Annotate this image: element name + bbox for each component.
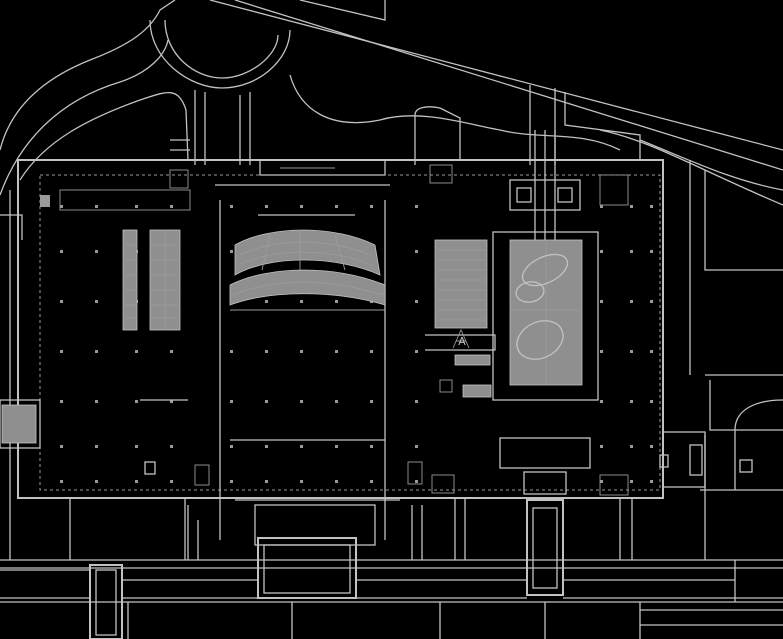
column-marker	[630, 350, 633, 353]
column-marker	[415, 250, 418, 253]
column-marker	[265, 480, 268, 483]
column-marker	[95, 480, 98, 483]
column-marker	[95, 300, 98, 303]
column-marker	[300, 205, 303, 208]
column-marker	[265, 445, 268, 448]
south-podium	[0, 498, 783, 639]
column-marker	[135, 205, 138, 208]
site-roads	[0, 0, 783, 560]
column-marker	[630, 300, 633, 303]
column-marker	[650, 300, 653, 303]
column-marker	[650, 480, 653, 483]
column-marker	[300, 300, 303, 303]
column-marker	[170, 400, 173, 403]
column-marker	[60, 300, 63, 303]
column-marker	[335, 350, 338, 353]
column-marker	[600, 480, 603, 483]
column-marker	[415, 350, 418, 353]
column-marker	[230, 400, 233, 403]
main-building	[0, 159, 706, 499]
column-marker	[650, 350, 653, 353]
column-marker	[415, 300, 418, 303]
column-marker	[60, 250, 63, 253]
column-marker	[170, 205, 173, 208]
column-marker	[60, 350, 63, 353]
column-marker	[170, 350, 173, 353]
column-marker	[170, 445, 173, 448]
column-marker	[230, 205, 233, 208]
column-marker	[630, 400, 633, 403]
column-marker	[95, 205, 98, 208]
oval-feature-2	[516, 320, 564, 360]
column-marker	[650, 445, 653, 448]
auditorium	[215, 160, 400, 546]
column-marker	[335, 205, 338, 208]
column-marker	[170, 480, 173, 483]
column-marker	[415, 205, 418, 208]
column-marker	[335, 445, 338, 448]
stair-label: A	[458, 335, 466, 348]
column-marker	[230, 350, 233, 353]
column-marker	[230, 445, 233, 448]
column-marker	[370, 480, 373, 483]
column-marker	[300, 445, 303, 448]
column-marker	[370, 445, 373, 448]
column-marker	[630, 250, 633, 253]
column-marker	[60, 480, 63, 483]
atrium	[492, 130, 599, 469]
west-hall	[59, 189, 191, 475]
column-marker	[650, 205, 653, 208]
column-marker	[370, 350, 373, 353]
column-marker	[95, 250, 98, 253]
column-marker	[335, 480, 338, 483]
column-marker	[335, 300, 338, 303]
column-marker	[300, 480, 303, 483]
column-marker	[230, 480, 233, 483]
column-marker	[630, 480, 633, 483]
column-marker	[95, 400, 98, 403]
column-marker	[60, 400, 63, 403]
column-marker	[265, 300, 268, 303]
column-marker	[370, 400, 373, 403]
column-marker	[600, 400, 603, 403]
column-marker	[415, 480, 418, 483]
column-marker	[135, 480, 138, 483]
column-marker	[265, 400, 268, 403]
east-hall: A	[425, 239, 496, 398]
column-marker	[265, 350, 268, 353]
column-marker	[600, 250, 603, 253]
column-marker	[370, 205, 373, 208]
column-marker	[650, 400, 653, 403]
column-marker	[135, 400, 138, 403]
column-marker	[230, 250, 233, 253]
column-marker	[630, 205, 633, 208]
column-marker	[600, 205, 603, 208]
service-rooms	[169, 164, 669, 496]
column-marker	[300, 350, 303, 353]
column-marker	[600, 350, 603, 353]
column-marker	[630, 445, 633, 448]
column-marker	[135, 350, 138, 353]
column-marker	[650, 250, 653, 253]
column-marker	[135, 445, 138, 448]
column-marker	[265, 205, 268, 208]
building-outline	[17, 159, 664, 499]
column-marker	[95, 445, 98, 448]
column-marker	[600, 445, 603, 448]
oval-feature-1	[521, 253, 569, 287]
column-marker	[60, 445, 63, 448]
column-marker	[600, 300, 603, 303]
column-marker	[95, 350, 98, 353]
column-marker	[300, 400, 303, 403]
column-marker	[335, 400, 338, 403]
column-marker	[415, 400, 418, 403]
adjacent-buildings	[689, 160, 783, 560]
column-marker	[60, 205, 63, 208]
column-marker	[415, 445, 418, 448]
